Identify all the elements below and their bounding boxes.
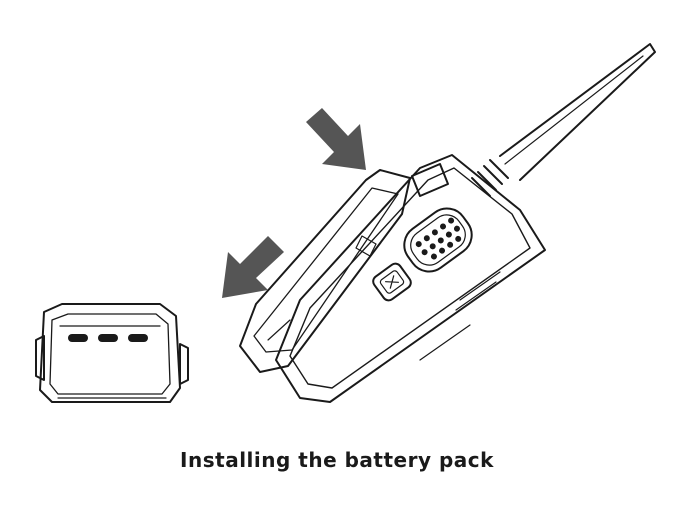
speaker-grille-icon	[403, 207, 473, 273]
radio-body	[275, 154, 546, 403]
battery-pack-tilted	[239, 169, 411, 373]
battery-top-view	[35, 303, 189, 403]
antenna	[471, 43, 656, 197]
figure-caption: Installing the battery pack	[180, 448, 494, 472]
ptt-button-icon	[372, 262, 412, 302]
down-left-arrow-icon	[222, 108, 366, 298]
